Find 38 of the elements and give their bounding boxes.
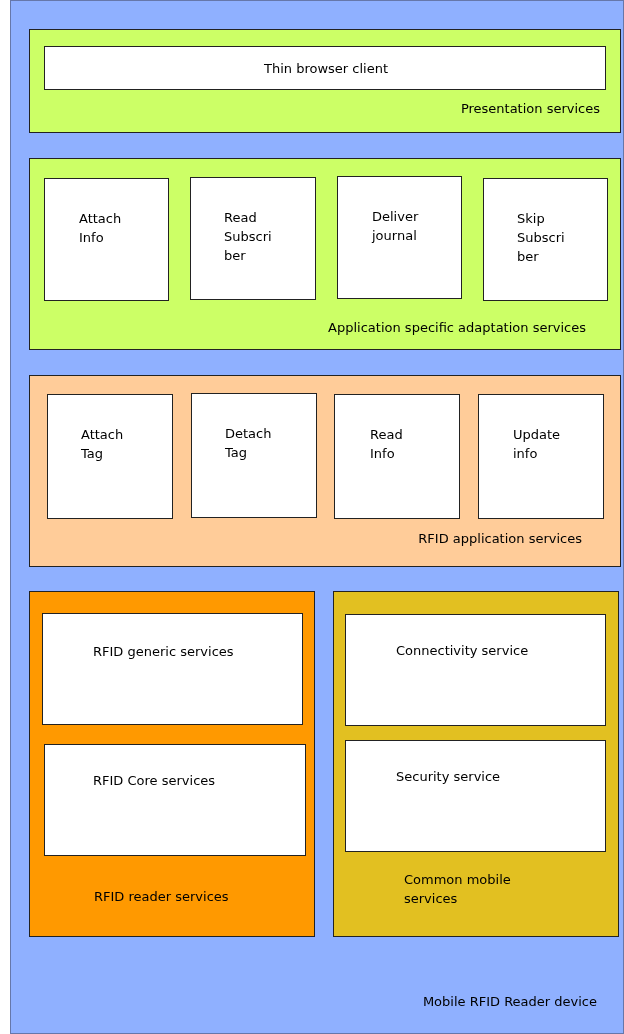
layer-panel	[29, 29, 621, 133]
layer-panel	[333, 591, 619, 937]
service-box	[42, 613, 303, 725]
service-label: Thin browser client	[263, 60, 389, 78]
service-box	[337, 176, 462, 299]
service-box	[44, 178, 169, 301]
service-label: Connectivity service	[396, 642, 530, 660]
service-label: Update info	[513, 426, 562, 463]
service-box	[345, 740, 606, 852]
layer-panel	[29, 375, 621, 567]
layer-label: Application specific adaptation services	[328, 319, 586, 337]
service-label: Deliver journal	[372, 208, 420, 245]
layer-label: Common mobile services	[404, 871, 512, 908]
service-box	[191, 393, 317, 518]
device-panel	[10, 0, 624, 1034]
service-label: Read Info	[370, 426, 404, 463]
service-label: Skip Subscriber	[517, 210, 566, 266]
service-box	[334, 394, 460, 519]
layer-panel	[29, 158, 621, 350]
service-label: Read Subscriber	[224, 209, 273, 265]
service-box	[190, 177, 316, 300]
service-label: Attach Info	[79, 210, 123, 247]
service-label: Attach Tag	[81, 426, 125, 463]
service-box	[44, 46, 606, 90]
service-label: RFID Core services	[93, 772, 217, 790]
service-box	[478, 394, 604, 519]
service-label: Security service	[396, 768, 502, 786]
service-label: Detach Tag	[225, 425, 273, 462]
layer-label: Mobile RFID Reader device	[422, 993, 597, 1011]
layer-label: Presentation services	[460, 100, 600, 118]
service-label: RFID generic services	[93, 643, 235, 661]
service-box	[44, 744, 306, 856]
layer-label: RFID application services	[418, 530, 582, 548]
layer-panel	[29, 591, 315, 937]
service-box	[483, 178, 608, 301]
layer-label: RFID reader services	[94, 888, 229, 906]
service-box	[345, 614, 606, 726]
service-box	[47, 394, 173, 519]
